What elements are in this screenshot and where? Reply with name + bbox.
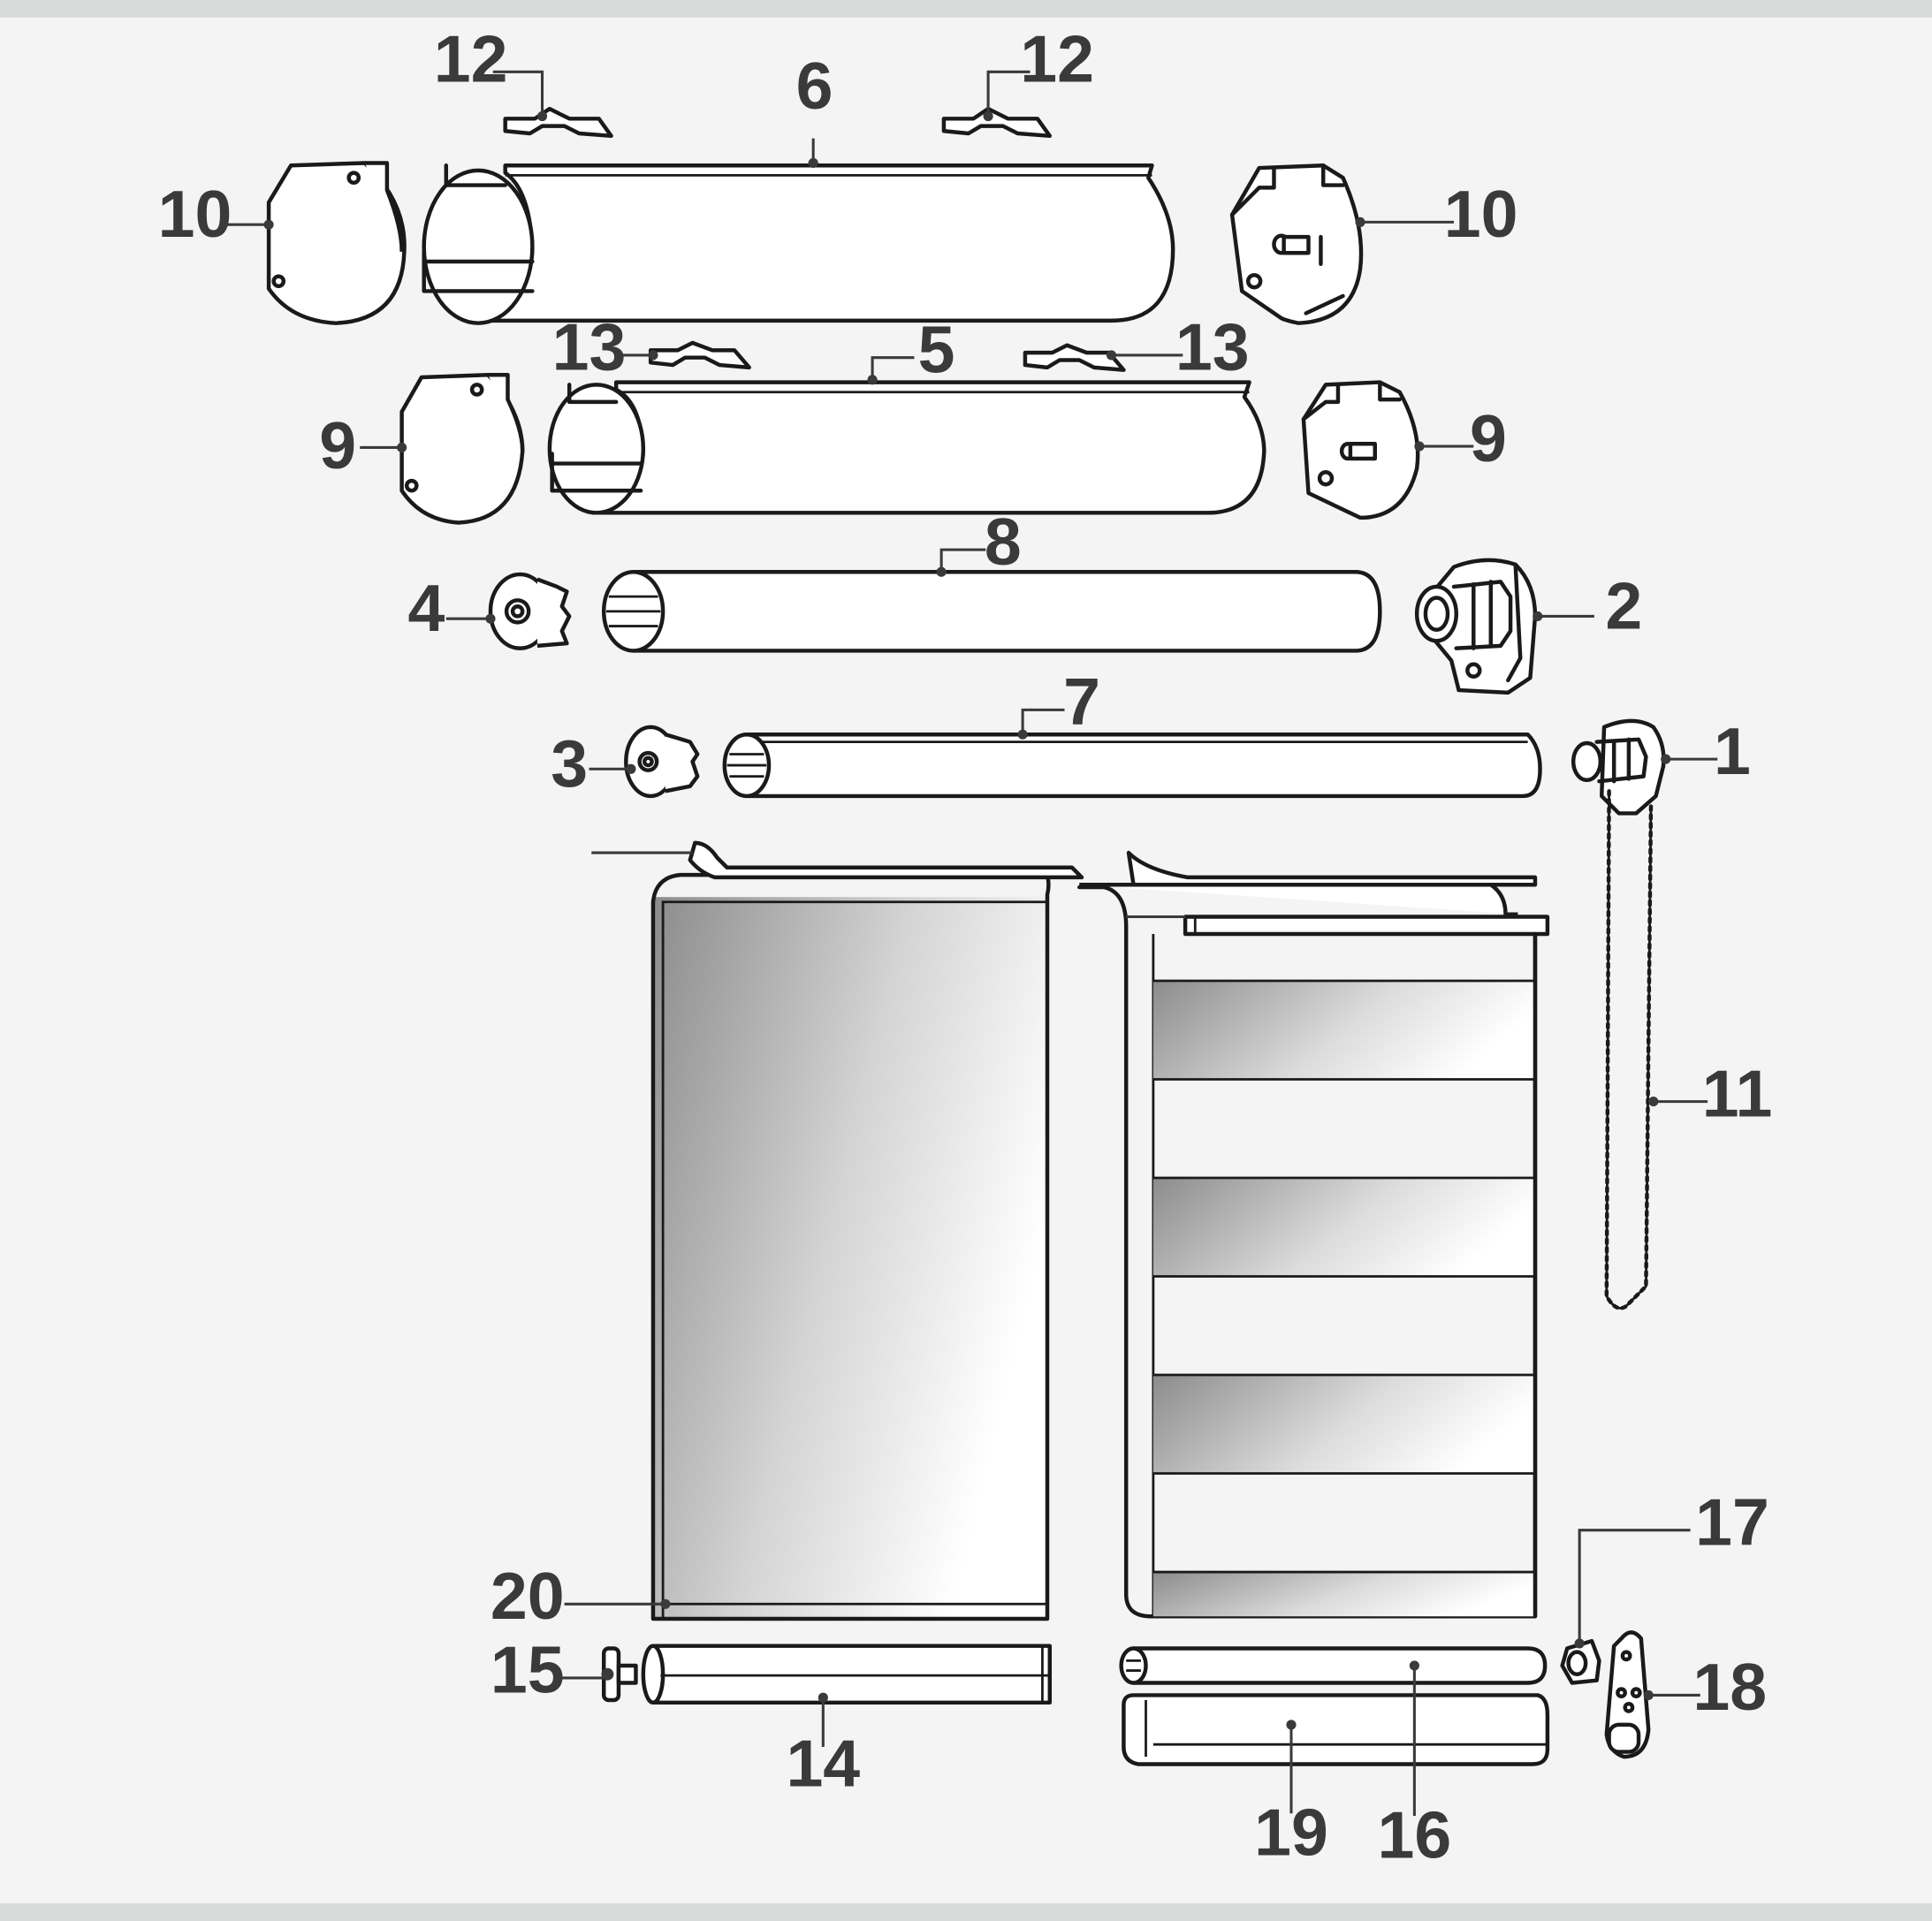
chain-tensioner bbox=[1604, 1630, 1651, 1759]
callout-12-left: 12 bbox=[434, 21, 508, 95]
leader-lines bbox=[226, 70, 1718, 1817]
callout-3: 3 bbox=[551, 726, 588, 801]
callout-10-right: 10 bbox=[1444, 177, 1518, 251]
end-plug-small bbox=[624, 725, 700, 799]
callout-8: 8 bbox=[985, 505, 1022, 579]
end-cap-medium-right bbox=[1301, 380, 1420, 520]
bottom-rail-end-cap bbox=[601, 1646, 638, 1703]
chain-connector bbox=[1560, 1638, 1601, 1685]
callout-6: 6 bbox=[796, 49, 833, 123]
callout-12-right: 12 bbox=[1020, 21, 1094, 95]
callout-11: 11 bbox=[1702, 1056, 1773, 1130]
bead-chain bbox=[1604, 789, 1654, 1310]
end-cap-large-right bbox=[1229, 163, 1364, 325]
cassette-clip-left bbox=[503, 106, 613, 139]
callout-9-right: 9 bbox=[1470, 401, 1507, 475]
bottom-border-band bbox=[0, 1903, 1932, 1921]
callout-5: 5 bbox=[918, 312, 955, 386]
control-mechanism-large bbox=[1414, 558, 1538, 695]
callout-13-right: 13 bbox=[1175, 310, 1250, 384]
bottom-rail-plain bbox=[641, 1644, 1053, 1705]
cassette-profile-medium bbox=[547, 380, 1266, 515]
cassette-profile-large bbox=[422, 163, 1175, 325]
callout-16: 16 bbox=[1378, 1797, 1452, 1872]
callout-2: 2 bbox=[1605, 568, 1642, 642]
callout-20: 20 bbox=[491, 1559, 565, 1633]
roller-fabric-plain bbox=[650, 840, 1084, 1621]
callout-17: 17 bbox=[1695, 1484, 1769, 1559]
cassette-clip-right bbox=[941, 106, 1053, 139]
roller-blind-exploded-view: 12 12 6 10 10 13 13 5 9 9 8 4 2 7 3 1 11… bbox=[158, 21, 1773, 1872]
end-plug-large bbox=[488, 572, 572, 650]
end-cap-medium-left bbox=[399, 372, 525, 525]
cassette-clip-medium-left bbox=[648, 340, 751, 370]
callout-labels: 12 12 6 10 10 13 13 5 9 9 8 4 2 7 3 1 11… bbox=[158, 21, 1773, 1872]
top-border-band bbox=[0, 0, 1932, 18]
control-mechanism-small bbox=[1571, 718, 1666, 816]
callout-10-left: 10 bbox=[158, 177, 232, 251]
callout-13-left: 13 bbox=[552, 310, 627, 384]
callout-9-left: 9 bbox=[319, 408, 356, 482]
end-cap-large-left bbox=[266, 161, 407, 325]
callout-14: 14 bbox=[786, 1727, 860, 1801]
cassette-clip-medium-right bbox=[1023, 343, 1126, 372]
callout-7: 7 bbox=[1063, 664, 1100, 739]
callout-1: 1 bbox=[1714, 714, 1751, 788]
roller-tube-large bbox=[601, 570, 1382, 653]
callout-15: 15 bbox=[491, 1633, 565, 1707]
callout-18: 18 bbox=[1692, 1650, 1767, 1724]
bottom-rail-zebra bbox=[1122, 1693, 1550, 1766]
callout-4: 4 bbox=[408, 571, 445, 645]
callout-19: 19 bbox=[1254, 1796, 1328, 1870]
roller-fabric-zebra bbox=[1077, 850, 1550, 1619]
roller-tube-small bbox=[722, 732, 1542, 799]
bottom-tube-zebra bbox=[1119, 1646, 1548, 1685]
